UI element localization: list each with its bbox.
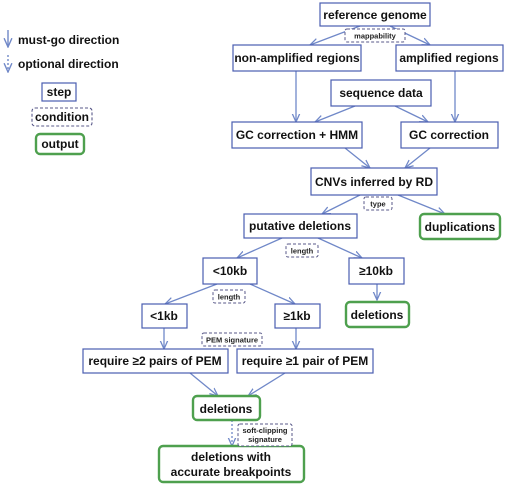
- step-ge1kb: [274, 303, 321, 329]
- step-non-amplified: [232, 44, 362, 72]
- arrow-gchmm-to-cnvs: [344, 147, 370, 168]
- output-deletions-large: [344, 300, 411, 329]
- lt1kb-label: <1kb: [150, 309, 178, 323]
- step-lt1kb: [141, 303, 188, 329]
- step-gc: [400, 121, 499, 149]
- reference-genome-label: reference genome: [323, 8, 427, 22]
- soft-clipping-line2: signature: [248, 435, 282, 444]
- condition-soft-clipping: [237, 423, 293, 447]
- deletions-large-label: deletions: [351, 308, 404, 322]
- output-deletions: [191, 394, 262, 422]
- legend: must-go direction optional direction ste…: [8, 30, 119, 156]
- soft-clipping-line1: soft-clipping: [243, 426, 288, 435]
- legend-condition-box: [31, 107, 93, 127]
- arrow-req2-to-deletions: [189, 372, 218, 396]
- ge10kb-label: ≥10kb: [359, 264, 393, 278]
- final-deletions-line1: deletions with: [191, 450, 271, 464]
- arrow-lt10kb-to-ge1kb: [249, 283, 295, 304]
- step-amplified: [395, 44, 504, 72]
- legend-step-label: step: [47, 85, 72, 99]
- sequence-data-label: sequence data: [339, 86, 423, 100]
- arrow-putative-to-ge10kb: [317, 237, 362, 258]
- legend-output-box: [34, 132, 86, 156]
- condition-length-1: [285, 243, 319, 258]
- output-final-deletions: [157, 444, 306, 484]
- arrow-req1-to-deletions: [248, 372, 286, 396]
- step-require-1-pem: [236, 348, 374, 374]
- putative-deletions-label: putative deletions: [249, 219, 351, 233]
- gc-hmm-label: GC correction + HMM: [236, 128, 358, 142]
- step-reference-genome: [319, 2, 431, 27]
- legend-output-label: output: [41, 137, 78, 151]
- arrows: [164, 25, 455, 446]
- require-2-pem-label: require ≥2 pairs of PEM: [88, 354, 221, 368]
- condition-pem-signature: [201, 332, 263, 347]
- pem-signature-label: PEM signature: [206, 336, 258, 345]
- steps: reference genome non-amplified regions a…: [82, 2, 504, 374]
- arrow-cnvs-to-putative: [322, 194, 361, 214]
- step-ge10kb: [348, 257, 405, 285]
- step-sequence-data: [330, 79, 432, 107]
- condition-type: [363, 196, 393, 211]
- step-cnvs-rd: [310, 167, 438, 196]
- lt10kb-label: <10kb: [213, 264, 247, 278]
- length-1-label: length: [291, 247, 314, 256]
- type-label: type: [370, 200, 385, 209]
- non-amplified-label: non-amplified regions: [234, 51, 360, 65]
- output-duplications: [418, 212, 502, 241]
- step-lt10kb: [202, 257, 258, 285]
- step-gc-hmm: [231, 121, 363, 149]
- deletions-label: deletions: [200, 402, 253, 416]
- require-1-pem-label: require ≥1 pair of PEM: [242, 354, 369, 368]
- legend-must-go-label: must-go direction: [18, 33, 119, 47]
- duplications-label: duplications: [425, 220, 496, 234]
- arrow-seq-to-gchmm: [315, 105, 356, 122]
- outputs: duplications deletions deletions deletio…: [157, 212, 502, 484]
- cnvs-rd-label: CNVs inferred by RD: [315, 175, 433, 189]
- step-require-2-pem: [82, 348, 229, 374]
- legend-optional-label: optional direction: [18, 57, 119, 71]
- final-deletions-line2: accurate breakpoints: [171, 465, 292, 479]
- legend-step-box: [41, 82, 77, 102]
- arrow-gc-to-cnvs: [405, 147, 431, 168]
- amplified-label: amplified regions: [399, 51, 499, 65]
- legend-condition-label: condition: [35, 110, 89, 124]
- condition-length-2: [212, 289, 246, 304]
- condition-mappability: [344, 28, 406, 43]
- gc-label: GC correction: [409, 128, 489, 142]
- mappability-label: mappability: [354, 32, 397, 41]
- arrow-putative-to-lt10kb: [237, 237, 283, 258]
- ge1kb-label: ≥1kb: [283, 309, 310, 323]
- step-putative-deletions: [243, 213, 358, 239]
- arrow-cnvs-to-duplications: [397, 194, 445, 214]
- conditions: mappability type length length PEM signa…: [201, 28, 406, 447]
- arrow-seq-to-gc: [394, 105, 428, 122]
- length-2-label: length: [218, 293, 241, 302]
- arrow-lt10kb-to-lt1kb: [165, 283, 218, 304]
